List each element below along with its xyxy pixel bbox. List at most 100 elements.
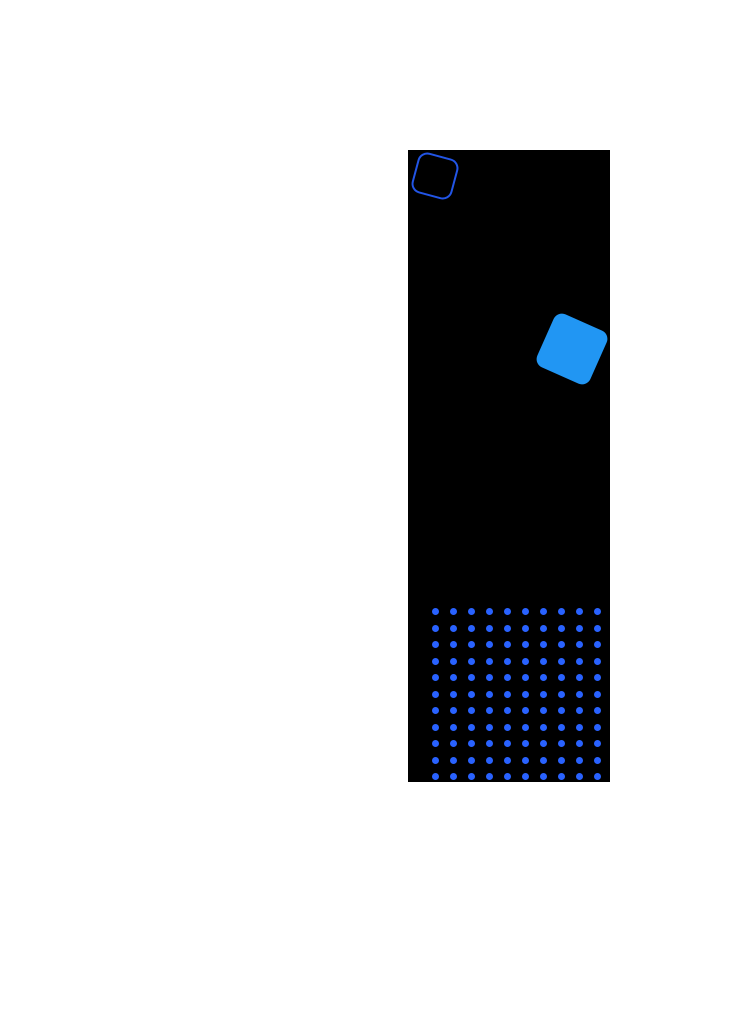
dot [594,756,601,764]
dot [540,773,547,780]
dot [486,773,493,780]
dot [576,624,583,632]
dot [468,690,475,698]
filled-square-shape [533,310,610,388]
dot [486,740,493,747]
dot [504,674,511,681]
dot [540,657,547,665]
dot [504,657,511,665]
dot [432,756,439,764]
dot [486,608,493,615]
dot [450,756,457,764]
outlined-square-shape [409,150,461,202]
dot [558,608,565,615]
dot [558,723,565,731]
dot [522,773,529,780]
dot [576,641,583,648]
dot [594,723,601,731]
dot [504,608,511,615]
dot [522,707,529,714]
dot [540,674,547,681]
dot [450,707,457,714]
dot [432,707,439,714]
dot [594,690,601,698]
dot [522,608,529,615]
dot [594,707,601,714]
dot [432,641,439,648]
dot [594,657,601,665]
dot [504,773,511,780]
dot [468,773,475,780]
dot [468,707,475,714]
dot [558,674,565,681]
dot [540,641,547,648]
dot [558,657,565,665]
dot [576,674,583,681]
dot [522,740,529,747]
dot [504,723,511,731]
dot-grid-pattern [432,608,601,780]
dot [468,624,475,632]
dot [468,657,475,665]
dot [576,657,583,665]
dot [576,773,583,780]
dot [576,740,583,747]
dot [594,773,601,780]
dot [558,756,565,764]
dot [432,674,439,681]
dot [486,674,493,681]
dot [504,641,511,648]
dot [594,624,601,632]
dot [468,641,475,648]
dot [522,624,529,632]
dot [468,608,475,615]
dot [540,707,547,714]
dot [486,756,493,764]
dot [486,624,493,632]
dot [576,756,583,764]
dot [468,756,475,764]
dot [450,624,457,632]
dot [576,608,583,615]
dot [450,641,457,648]
dot [450,723,457,731]
dot [558,773,565,780]
dot [558,690,565,698]
dot [576,690,583,698]
dot [450,674,457,681]
dot [540,740,547,747]
hero-panel [408,150,610,782]
dot [540,756,547,764]
dot [432,657,439,665]
dot [468,740,475,747]
dot [486,723,493,731]
dot [558,641,565,648]
dot [540,624,547,632]
dot [432,740,439,747]
dot [504,624,511,632]
dot [504,690,511,698]
dot [522,657,529,665]
dot [594,740,601,747]
dot [558,707,565,714]
dot [522,641,529,648]
dot [594,641,601,648]
dot [504,707,511,714]
dot [576,723,583,731]
dot [522,723,529,731]
dot [450,657,457,665]
dot [486,641,493,648]
dot [558,740,565,747]
dot [540,723,547,731]
dot [432,773,439,780]
dot [450,608,457,615]
dot [450,740,457,747]
dot [468,723,475,731]
dot [486,707,493,714]
dot [432,723,439,731]
dot [522,756,529,764]
dot [432,608,439,615]
dot [540,608,547,615]
dot [486,657,493,665]
